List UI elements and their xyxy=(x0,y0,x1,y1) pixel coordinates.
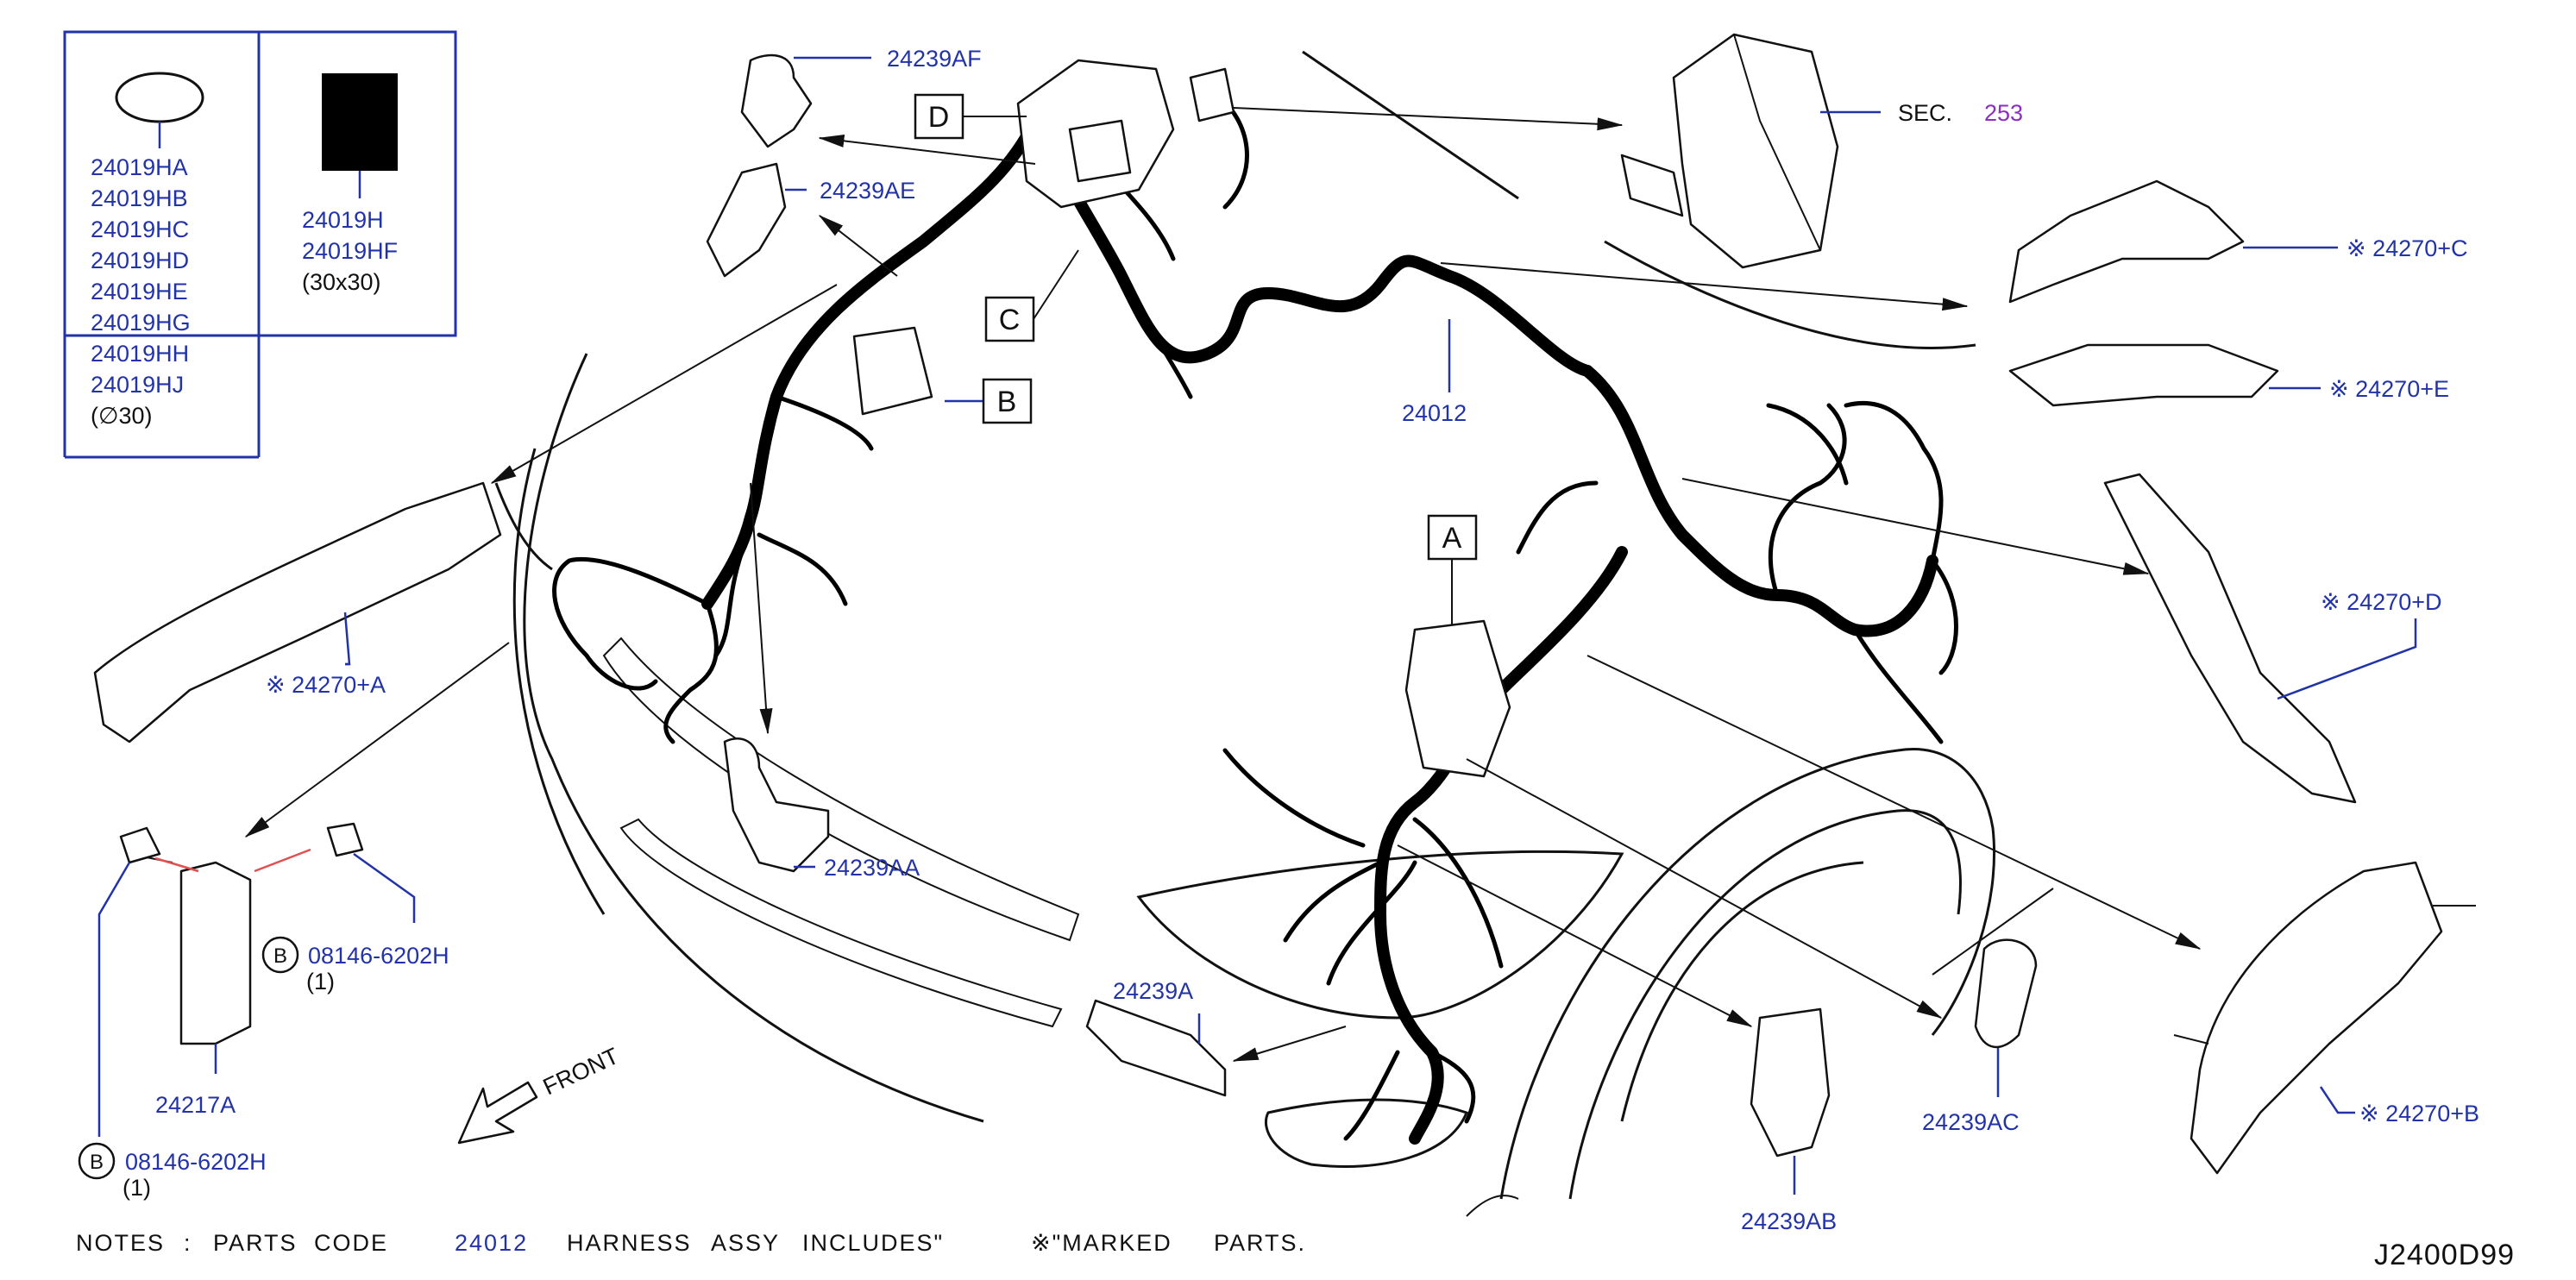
label-24012: 24012 xyxy=(1402,400,1467,426)
legend-code: 24019HC xyxy=(91,216,189,242)
svg-text:ASSY: ASSY xyxy=(711,1230,780,1256)
bolt-link-right xyxy=(254,848,311,873)
grommet-legend: 24019HA 24019HB 24019HC 24019HD 24019HE … xyxy=(63,30,457,459)
svg-text:INCLUDES": INCLUDES" xyxy=(802,1230,944,1256)
svg-text:※"MARKED: ※"MARKED xyxy=(1031,1230,1172,1256)
legend-code: 24019HB xyxy=(91,185,188,211)
legend-size: (30x30) xyxy=(302,269,381,295)
letter-box-b: B xyxy=(982,378,1033,424)
front-direction-indicator: FRONT xyxy=(457,1043,623,1145)
legend-code: 24019HF xyxy=(302,238,398,264)
legend-code: 24019H xyxy=(302,207,384,233)
letter-box-a: A xyxy=(1427,514,1478,625)
label-24239ab: 24239AB xyxy=(1741,1208,1837,1234)
svg-text:D: D xyxy=(928,101,950,134)
svg-text:(1): (1) xyxy=(306,969,335,995)
label-24239aa: 24239AA xyxy=(824,855,920,881)
letter-box-c: C xyxy=(984,249,1079,342)
svg-text:PARTS.: PARTS. xyxy=(1214,1230,1306,1256)
label-24239ae: 24239AE xyxy=(820,178,915,204)
bolt-callout-lower: B 08146-6202H (1) xyxy=(78,1142,267,1201)
assembly-arrows xyxy=(244,107,2202,1062)
label-sec: SEC. xyxy=(1898,100,1952,126)
main-harness-24012 xyxy=(552,92,1958,1145)
letter-box-d: D xyxy=(914,93,1027,140)
label-24270a: ※ 24270+A xyxy=(266,672,386,698)
legend-size: (∅30) xyxy=(91,403,153,429)
harness-components xyxy=(93,33,2476,1175)
round-grommet-icon xyxy=(115,72,204,123)
svg-text:PARTS: PARTS xyxy=(213,1230,298,1256)
front-arrow-icon xyxy=(457,1081,538,1145)
svg-text:A: A xyxy=(1442,522,1462,555)
vehicle-body-outline xyxy=(494,50,2054,1217)
svg-text:B: B xyxy=(997,386,1017,418)
square-pad-icon xyxy=(322,73,398,171)
svg-text:08146-6202H: 08146-6202H xyxy=(125,1149,267,1175)
legend-code: 24019HH xyxy=(91,341,189,367)
bolt-link-left xyxy=(154,856,199,873)
svg-text:(1): (1) xyxy=(123,1175,151,1201)
svg-text:B: B xyxy=(90,1151,104,1174)
legend-code: 24019HG xyxy=(91,310,191,336)
label-24270c: ※ 24270+C xyxy=(2347,235,2467,261)
label-24270b: ※ 24270+B xyxy=(2359,1101,2479,1126)
label-24270d: ※ 24270+D xyxy=(2321,589,2441,615)
legend-code: 24019HJ xyxy=(91,372,184,398)
svg-text:C: C xyxy=(999,304,1021,336)
svg-text:B: B xyxy=(273,944,287,968)
label-24239a: 24239A xyxy=(1113,978,1193,1004)
label-24217a: 24217A xyxy=(155,1092,236,1118)
leader-lines xyxy=(97,56,2417,1195)
svg-text:HARNESS: HARNESS xyxy=(567,1230,692,1256)
svg-text:08146-6202H: 08146-6202H xyxy=(308,943,449,969)
label-24270e: ※ 24270+E xyxy=(2329,376,2449,402)
notes-line: NOTES : PARTS CODE 24012 HARNESS ASSY IN… xyxy=(76,1230,1306,1256)
legend-code: 24019HD xyxy=(91,248,189,273)
svg-text::: : xyxy=(184,1230,192,1256)
svg-text:FRONT: FRONT xyxy=(539,1043,623,1100)
svg-text:24012: 24012 xyxy=(455,1230,528,1256)
label-sec-number: 253 xyxy=(1984,100,2023,126)
bolt-callout-upper: B 08146-6202H (1) xyxy=(261,936,449,995)
label-24239ac: 24239AC xyxy=(1922,1109,2020,1135)
svg-text:NOTES: NOTES xyxy=(76,1230,165,1256)
diagram-code: J2400D99 xyxy=(2374,1239,2515,1271)
legend-code: 24019HA xyxy=(91,154,188,180)
label-24239af: 24239AF xyxy=(887,46,982,72)
legend-code: 24019HE xyxy=(91,279,188,304)
svg-text:CODE: CODE xyxy=(314,1230,388,1256)
